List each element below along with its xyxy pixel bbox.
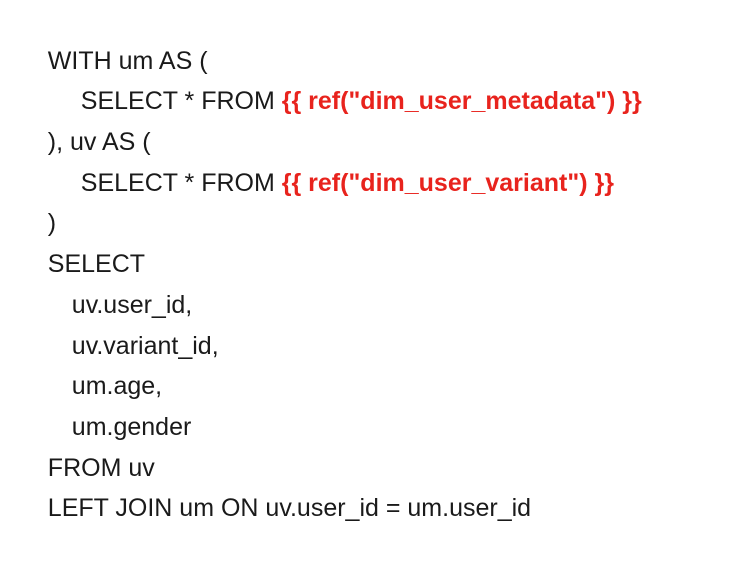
sql-code-block: WITH um AS ( SELECT * FROM {{ ref("dim_u…	[20, 0, 720, 523]
code-line-from: FROM uv	[20, 407, 720, 482]
code-text: LEFT JOIN um ON uv.user_id = um.user_id	[47, 494, 532, 523]
code-line-user-id: uv.user_id,	[20, 244, 720, 319]
code-text: um.age,	[71, 372, 163, 401]
code-line-select: SELECT	[20, 203, 720, 278]
dbt-ref-dim-user-variant: {{ ref("dim_user_variant") }}	[281, 168, 614, 197]
code-text: FROM uv	[47, 453, 155, 482]
code-line-select-variant: SELECT * FROM {{ ref("dim_user_variant")…	[20, 122, 720, 197]
code-text: uv.user_id,	[71, 290, 193, 319]
code-text: SELECT	[47, 250, 146, 279]
code-line-age: um.age,	[20, 326, 720, 400]
dbt-ref-dim-user-metadata: {{ ref("dim_user_metadata") }}	[281, 87, 642, 116]
code-line-variant-id: uv.variant_id,	[20, 285, 720, 360]
code-line-gender: um.gender	[20, 366, 720, 441]
code-text: um.gender	[71, 412, 192, 441]
code-line-select-metadata: SELECT * FROM {{ ref("dim_user_metadata"…	[20, 41, 720, 115]
code-text: )	[47, 209, 57, 238]
code-text: SELECT * FROM	[80, 168, 282, 197]
code-text: ), uv AS (	[47, 128, 151, 157]
code-line-uv-as: ), uv AS (	[20, 81, 720, 156]
code-text: SELECT * FROM	[80, 87, 282, 116]
code-text: uv.variant_id,	[71, 331, 219, 360]
code-line-with: WITH um AS (	[20, 0, 720, 75]
code-line-close-paren: )	[20, 163, 720, 237]
code-text: WITH um AS (	[47, 46, 208, 75]
